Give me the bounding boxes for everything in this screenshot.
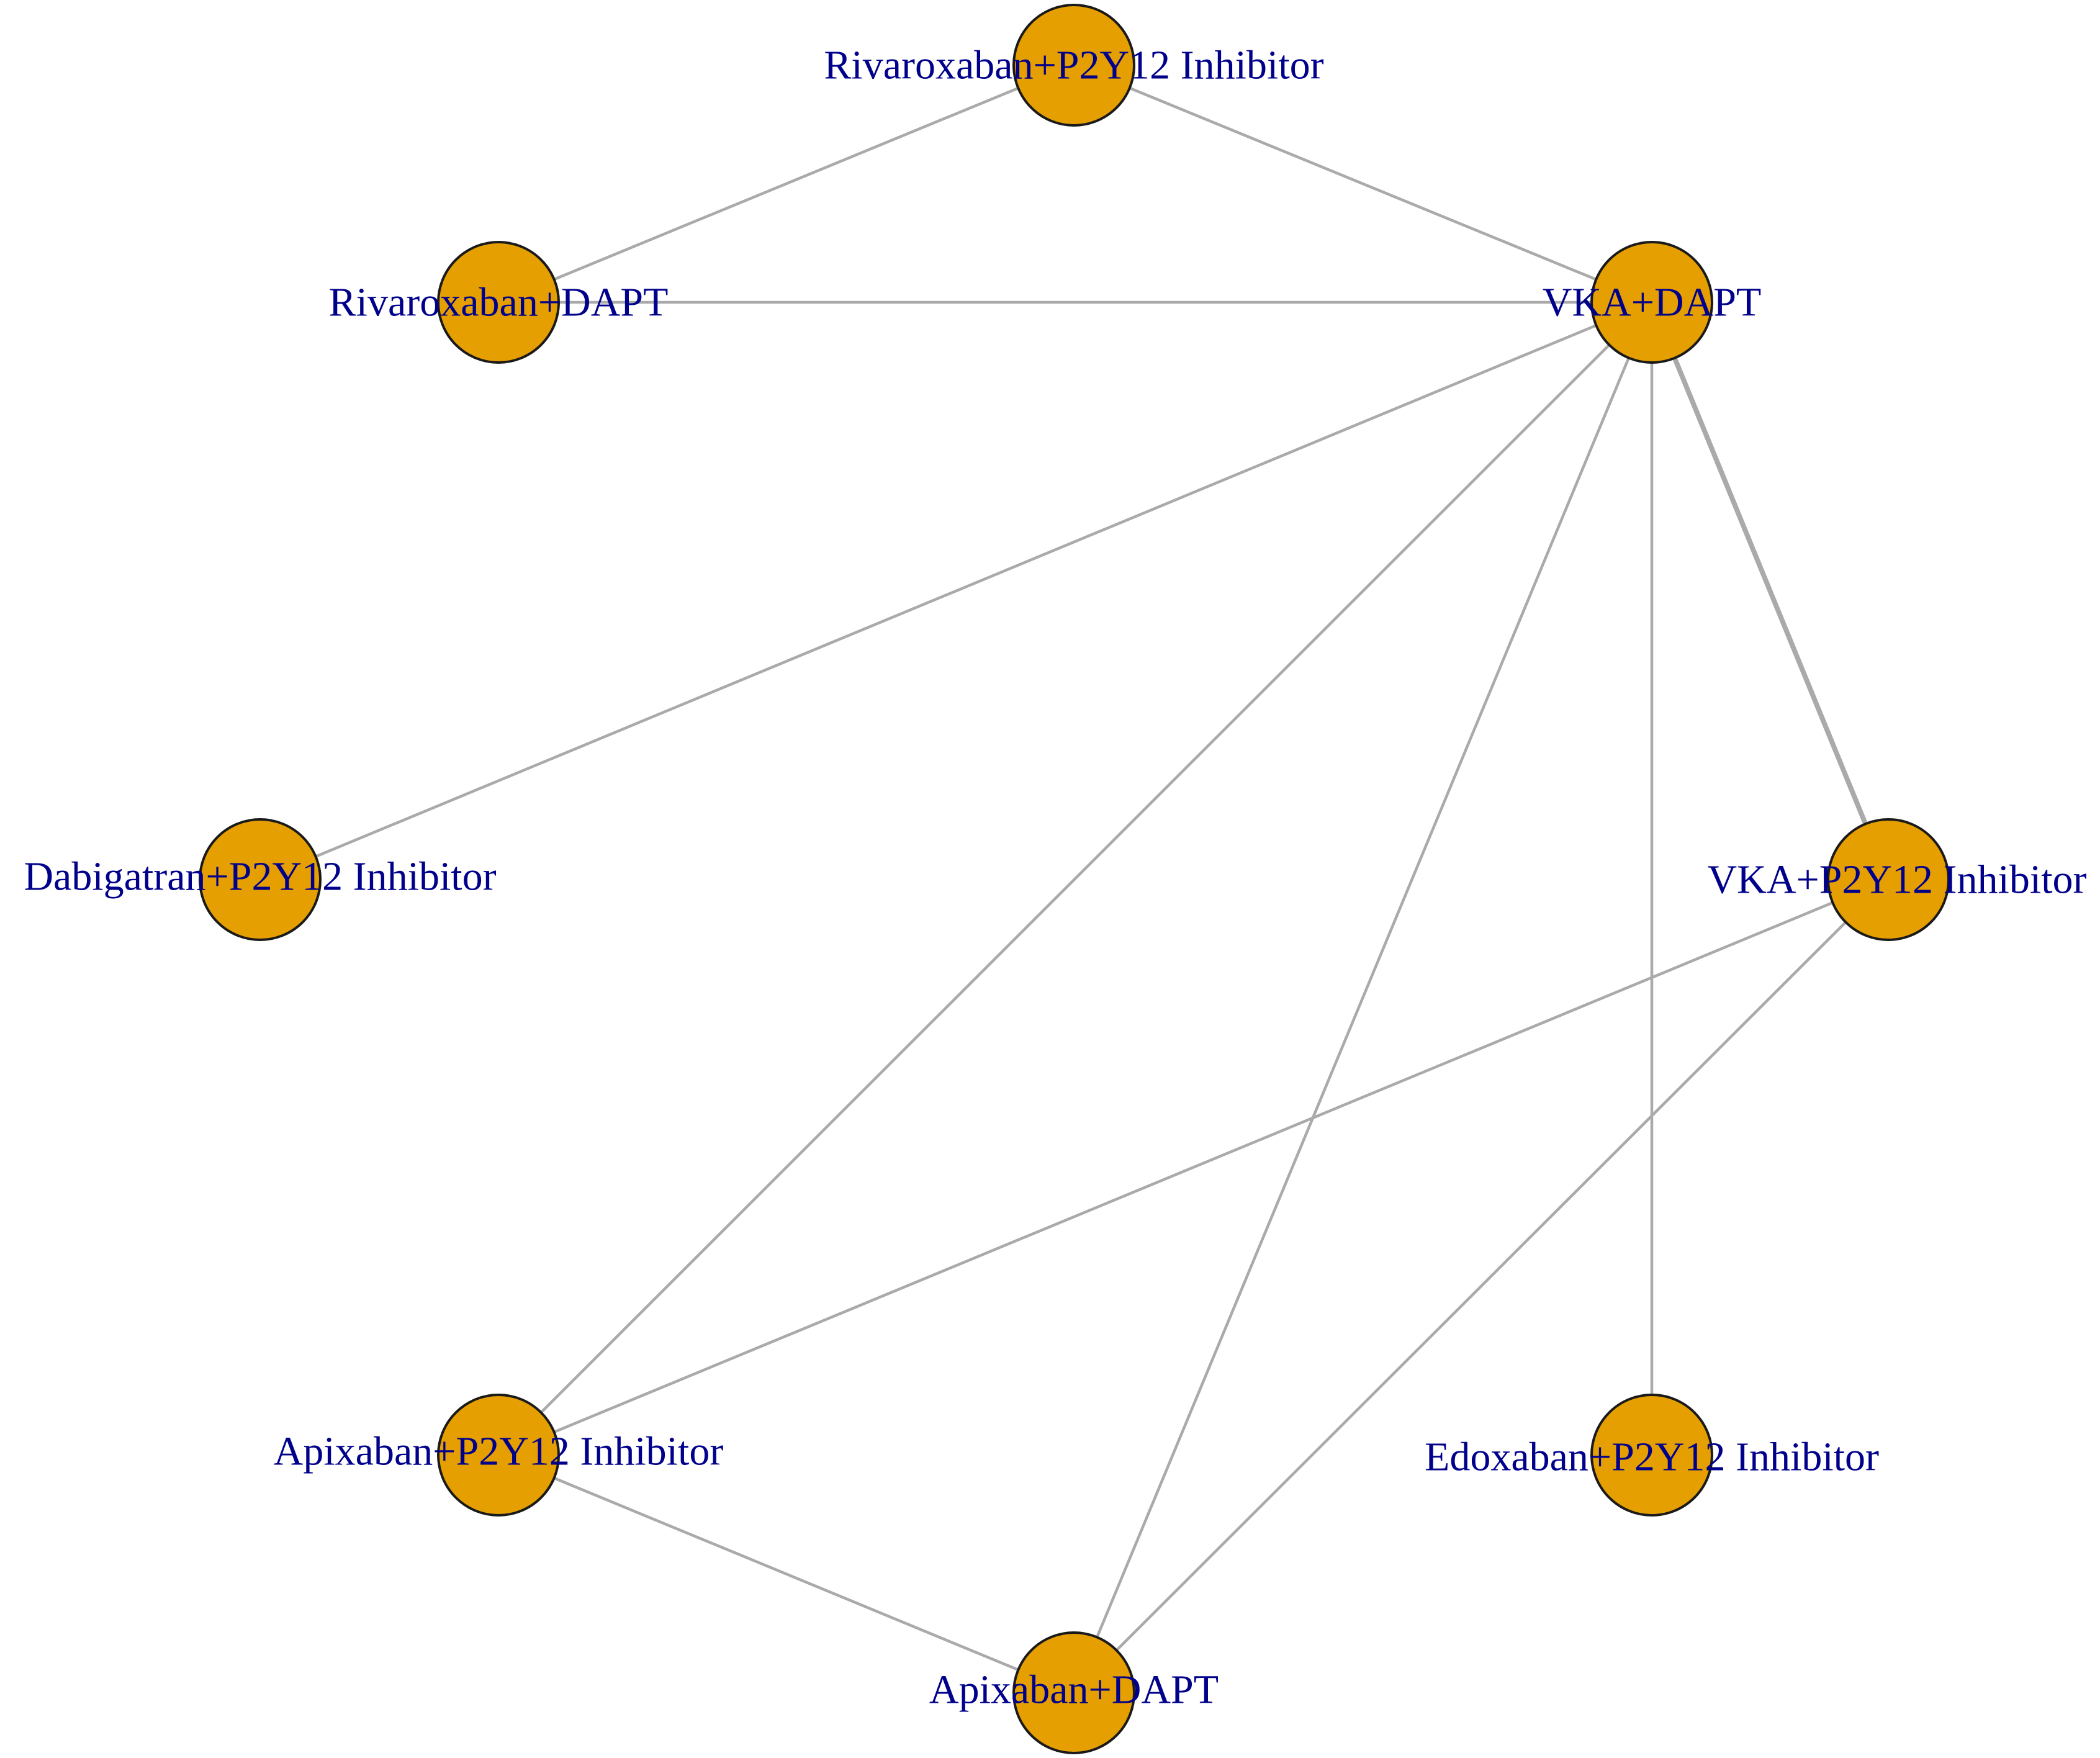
node-label-apix_dapt: Apixaban+DAPT — [929, 1667, 1219, 1713]
node-label-dabi_p2y12: Dabigatran+P2Y12 Inhibitor — [24, 854, 496, 899]
edge-vka_dapt-apix_p2y12 — [497, 301, 1653, 1456]
node-riva_p2y12 — [1012, 4, 1135, 127]
edge-vka_dapt-dabi_p2y12 — [259, 300, 1652, 881]
node-apix_dapt — [1012, 1631, 1135, 1754]
edge-riva_p2y12-vka_dapt — [1073, 63, 1652, 304]
nodes-layer — [199, 4, 1950, 1754]
node-riva_dapt — [437, 241, 560, 364]
node-label-vka_dapt: VKA+DAPT — [1543, 280, 1762, 325]
node-label-edox_p2y12: Edoxaban+P2Y12 Inhibitor — [1425, 1435, 1879, 1480]
node-label-riva_p2y12: Rivaroxaban+P2Y12 Inhibitor — [824, 43, 1323, 88]
labels-layer: Rivaroxaban+P2Y12 InhibitorRivaroxaban+D… — [24, 43, 2086, 1713]
node-dabi_p2y12 — [199, 818, 322, 941]
edge-vka_dapt-apix_dapt — [1072, 302, 1654, 1693]
edge-riva_p2y12-riva_dapt — [498, 63, 1075, 304]
node-label-apix_p2y12: Apixaban+P2Y12 Inhibitor — [274, 1429, 724, 1474]
node-vka_dapt — [1590, 241, 1713, 364]
edge-vka_p2y12-apix_p2y12 — [498, 878, 1889, 1457]
node-label-riva_dapt: Rivaroxaban+DAPT — [329, 280, 669, 325]
node-label-vka_p2y12: VKA+P2Y12 Inhibitor — [1707, 857, 2086, 903]
edge-vka_dapt-vka_p2y12 — [1649, 301, 1891, 881]
node-vka_p2y12 — [1827, 818, 1950, 941]
edges-layer — [259, 63, 1891, 1695]
node-edox_p2y12 — [1590, 1394, 1713, 1517]
edge-vka_p2y12-apix_dapt — [1073, 878, 1890, 1694]
edge-apix_p2y12-apix_dapt — [498, 1453, 1075, 1695]
node-apix_p2y12 — [437, 1394, 560, 1517]
